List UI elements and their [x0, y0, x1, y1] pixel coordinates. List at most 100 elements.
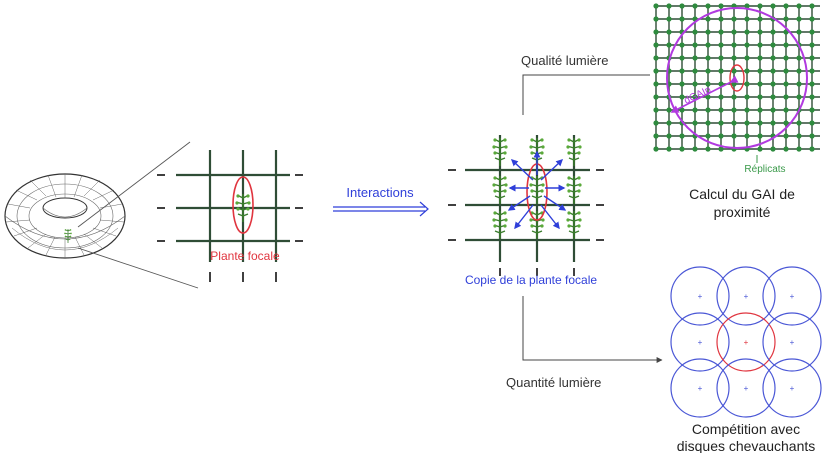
- replicate-dot: [718, 42, 724, 48]
- replicate-dot: [679, 3, 685, 9]
- copies-grid: [448, 135, 604, 276]
- zoom-line-bottom: [77, 247, 199, 289]
- replicate-dot: [731, 42, 737, 48]
- replicate-dot: [757, 81, 763, 87]
- interaction-arrows: [507, 150, 567, 230]
- replicate-dot: [692, 3, 698, 9]
- light-quantity-label: Quantité lumière: [506, 375, 601, 390]
- replicate-dot: [731, 16, 737, 22]
- neighbor-disk: [670, 312, 730, 372]
- focal-copy-label: Copie de la plante focale: [465, 273, 597, 287]
- replicate-dot: [666, 3, 672, 9]
- replicate-dot: [718, 29, 724, 35]
- replicate-dot: [705, 133, 711, 139]
- replicate-dot: [692, 146, 698, 152]
- zoom-line-top: [77, 141, 191, 228]
- replicate-dot: [809, 146, 815, 152]
- replicate-dot: [653, 16, 659, 22]
- neighbor-disk: [716, 358, 776, 418]
- replicate-dot: [731, 29, 737, 35]
- quantity-connector: [522, 296, 663, 363]
- replicate-dot: [666, 29, 672, 35]
- torus-mesh-icon: [4, 173, 126, 259]
- dgai-arrow: [670, 75, 739, 113]
- disk-center-mark: +: [744, 384, 749, 393]
- replicate-dot: [653, 94, 659, 100]
- replicate-dot: [809, 107, 815, 113]
- focal-plant-ellipse: [232, 176, 254, 234]
- competition-title-line1: Compétition avec: [692, 421, 800, 437]
- replicate-dot: [718, 133, 724, 139]
- replicate-dot: [705, 3, 711, 9]
- replicate-dot: [744, 94, 750, 100]
- replicate-dot: [744, 120, 750, 126]
- replicate-dot: [757, 3, 763, 9]
- replicate-dot: [783, 42, 789, 48]
- replicate-dot: [783, 81, 789, 87]
- replicate-dot: [731, 94, 737, 100]
- replicate-dot: [744, 16, 750, 22]
- replicate-dot: [757, 42, 763, 48]
- replicate-dot: [731, 120, 737, 126]
- disk-center-mark: +: [790, 338, 795, 347]
- disk-center-mark: +: [698, 338, 703, 347]
- replicate-dot: [705, 16, 711, 22]
- replicate-dot: [783, 107, 789, 113]
- replicate-dot: [692, 81, 698, 87]
- replicate-dot: [692, 55, 698, 61]
- replicate-dot: [796, 94, 802, 100]
- replicate-dots: [653, 3, 815, 152]
- replicate-dot: [666, 107, 672, 113]
- interactions-label: Interactions: [346, 185, 414, 200]
- replicate-dot: [770, 94, 776, 100]
- disk-center-mark: +: [744, 292, 749, 301]
- replicate-dot: [666, 120, 672, 126]
- replicate-dot: [653, 68, 659, 74]
- replicate-dot: [679, 133, 685, 139]
- replicate-dot: [809, 16, 815, 22]
- replicate-dot: [757, 68, 763, 74]
- replicate-dot: [679, 16, 685, 22]
- replicates-label: Réplicats: [744, 164, 785, 175]
- replicate-dot: [757, 107, 763, 113]
- replicate-dot: [744, 81, 750, 87]
- replicate-dot: [796, 16, 802, 22]
- replicate-dot: [653, 3, 659, 9]
- replicate-dot: [679, 81, 685, 87]
- replicate-dot: [744, 133, 750, 139]
- replicate-dot: [783, 94, 789, 100]
- replicate-dot: [783, 68, 789, 74]
- replicate-dot: [653, 120, 659, 126]
- neighbor-disk: [670, 266, 730, 326]
- replicate-dot: [653, 81, 659, 87]
- replicate-dot: [653, 42, 659, 48]
- replicate-dot: [809, 81, 815, 87]
- replicate-dot: [809, 3, 815, 9]
- replicate-dot: [770, 42, 776, 48]
- overlapping-disks-panel: +++++++++: [670, 266, 822, 418]
- replicate-dot: [796, 120, 802, 126]
- replicate-dot: [770, 3, 776, 9]
- replicate-dot: [653, 133, 659, 139]
- replicate-dot: [796, 146, 802, 152]
- disk-center-mark: +: [790, 292, 795, 301]
- replicate-dot: [653, 146, 659, 152]
- replicate-dot: [692, 29, 698, 35]
- focal-grid: [157, 150, 303, 282]
- replicate-dot: [718, 16, 724, 22]
- light-quality-label: Qualité lumière: [521, 53, 608, 68]
- replicate-dot: [705, 146, 711, 152]
- quality-connector: [522, 74, 650, 115]
- replicate-dot: [679, 68, 685, 74]
- replicate-dot: [783, 3, 789, 9]
- replicate-dot: [666, 16, 672, 22]
- focal-plant-label: Plante focale: [210, 249, 280, 263]
- neighbor-disk: [762, 358, 822, 418]
- replicate-dot: [718, 68, 724, 74]
- replicate-dot: [770, 120, 776, 126]
- replicate-dot: [692, 68, 698, 74]
- replicate-dot: [653, 29, 659, 35]
- replicate-dot: [796, 68, 802, 74]
- neighbor-disk: [716, 266, 776, 326]
